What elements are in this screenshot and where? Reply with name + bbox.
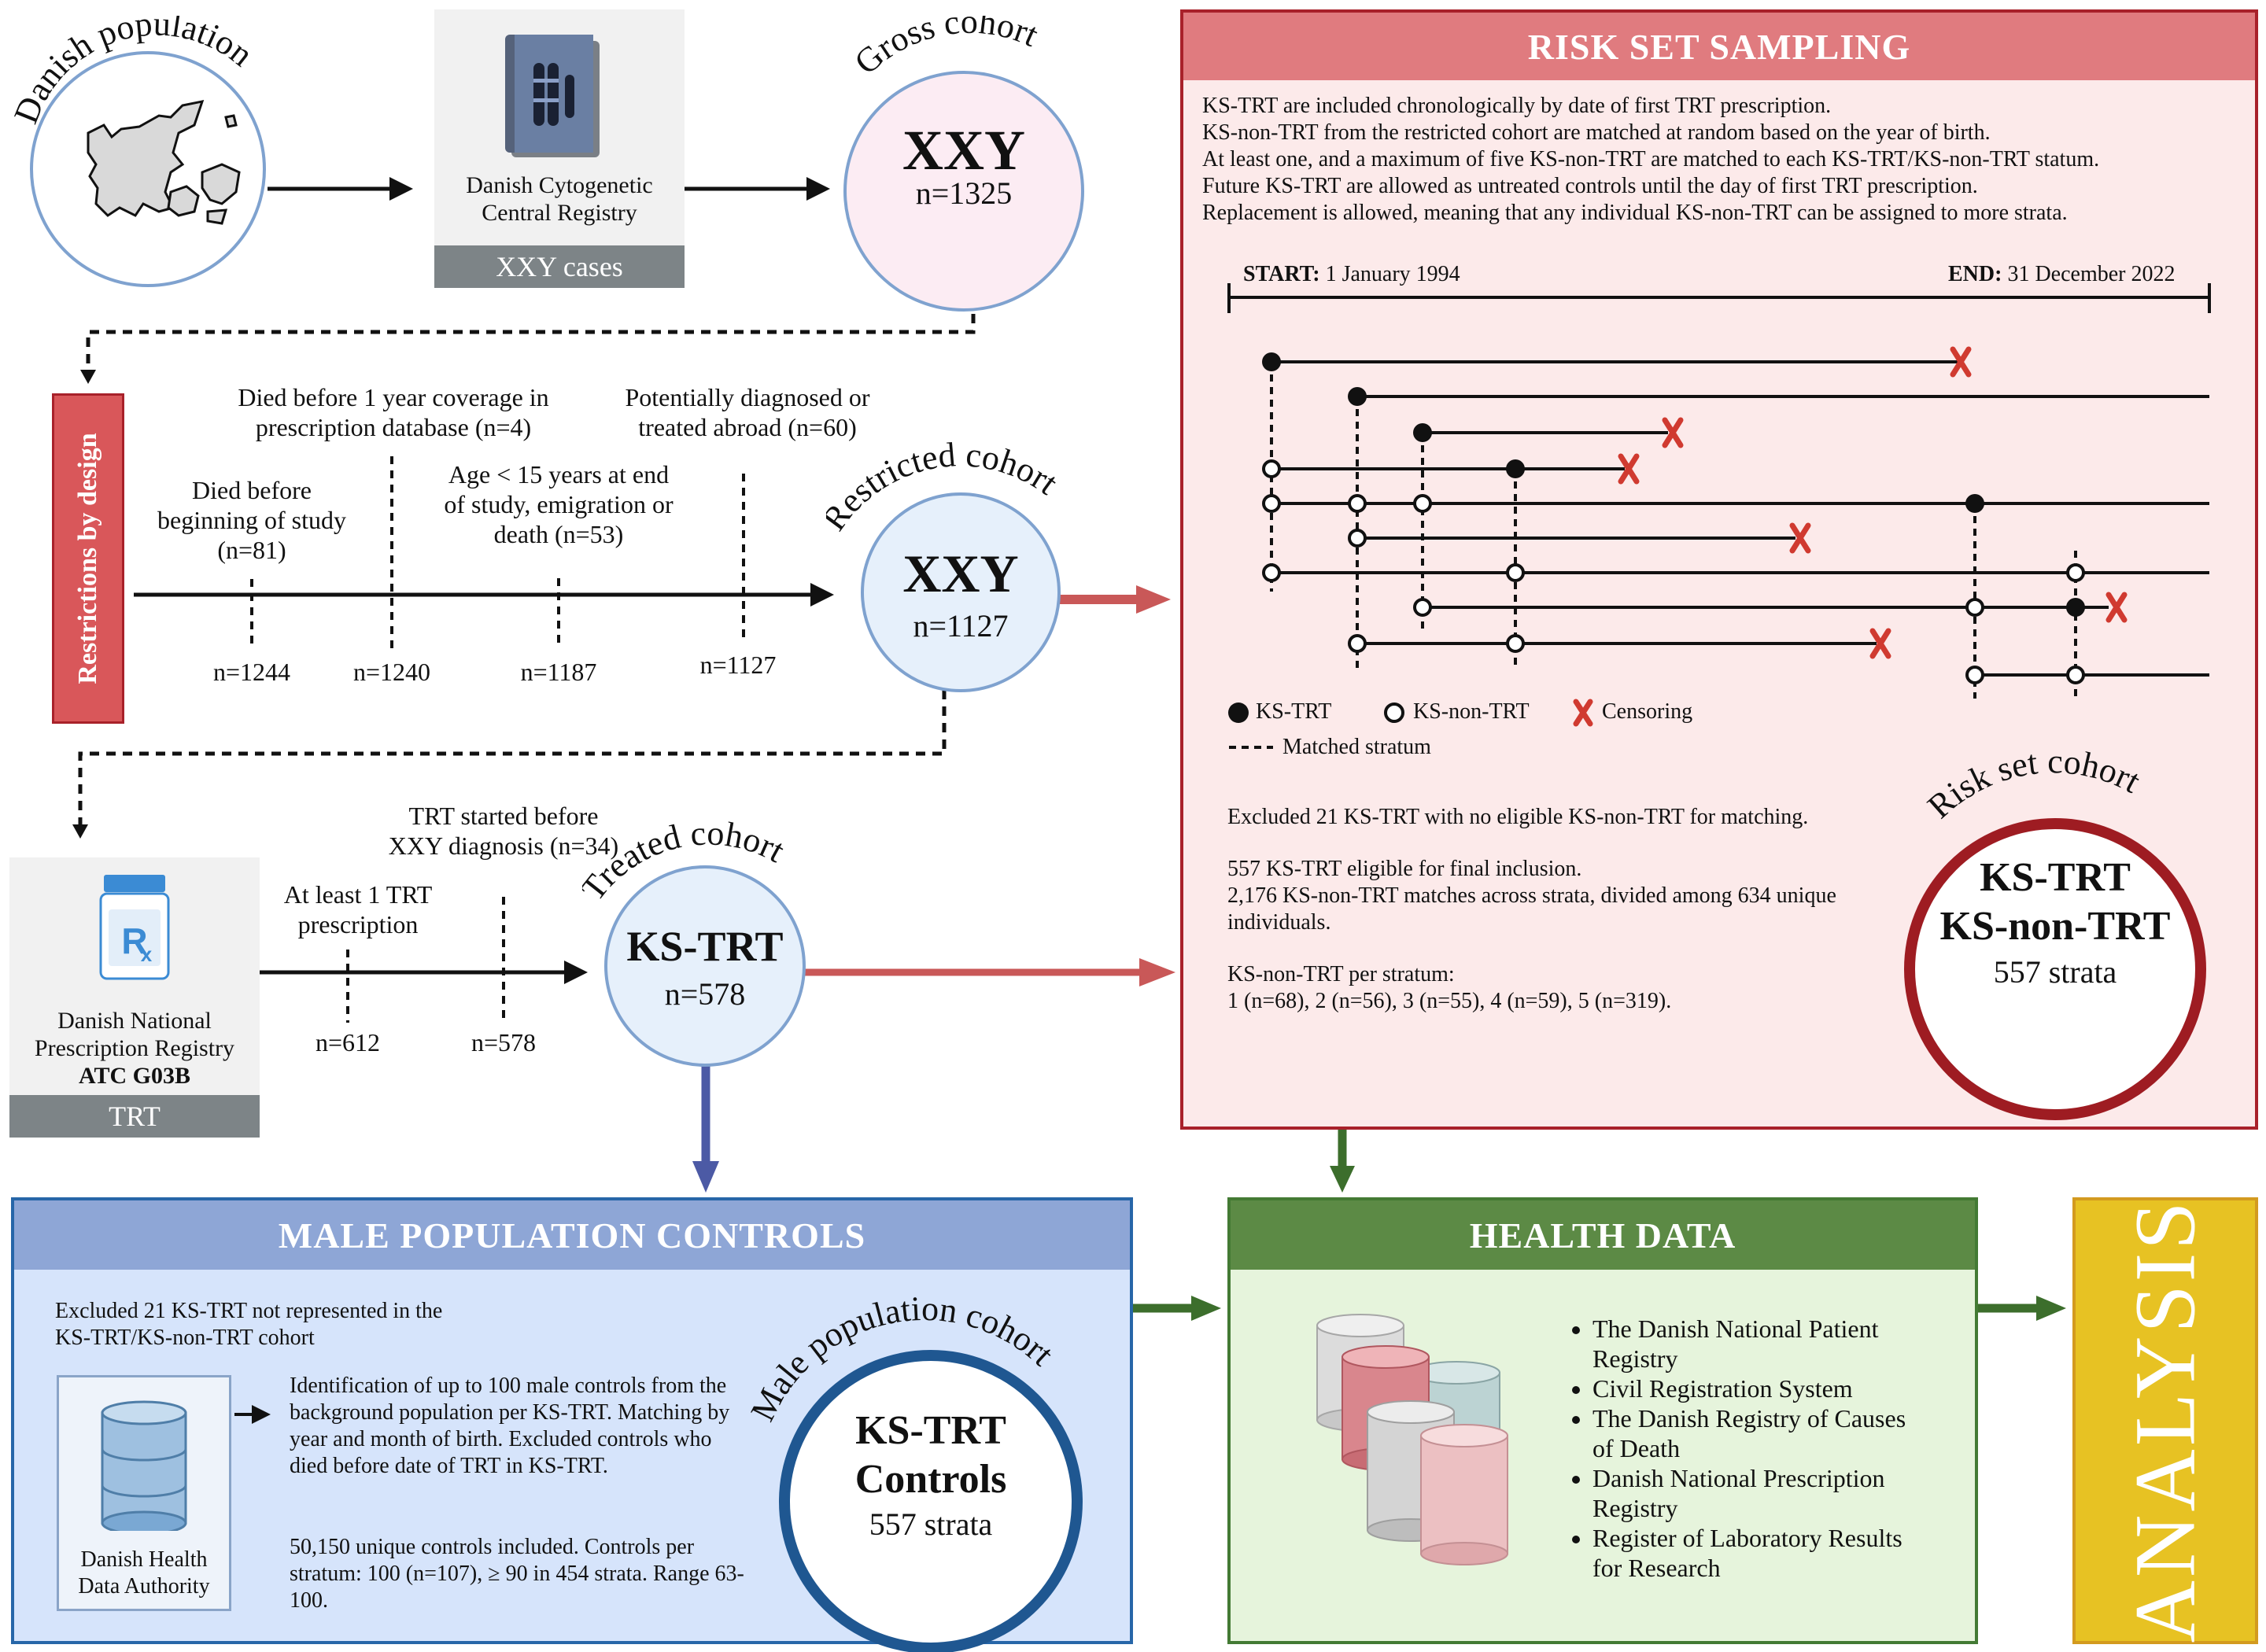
xxy-cases-bar: XXY cases <box>434 245 685 288</box>
restriction-count-1: n=1244 <box>212 658 291 686</box>
gross-cohort-title: Gross cohort <box>850 16 1044 79</box>
prescription-bottle-icon: R x <box>99 875 170 980</box>
restricted-cohort-n: n=1127 <box>913 608 1009 643</box>
treatment-count-1: n=612 <box>315 1028 381 1056</box>
treated-cohort-circle <box>604 865 806 1067</box>
male-identification: Identification of up to 100 male control… <box>290 1374 730 1478</box>
gross-cohort-circle <box>843 71 1084 312</box>
legend-ks-non-trt: KS-non-TRT <box>1413 699 1530 724</box>
restriction-count-4: n=1127 <box>699 651 777 679</box>
restriction-count-2: n=1240 <box>352 658 431 686</box>
risk-timeline <box>1227 283 2211 677</box>
dashed-restricted-to-prescription <box>78 690 947 828</box>
restriction-step-4: Potentially diagnosed or treated abroad … <box>625 383 870 441</box>
health-data-header: HEALTH DATA <box>1231 1200 1975 1270</box>
risk-per-stratum: KS-non-TRT per stratum: 1 (n=68), 2 (n=5… <box>1227 962 1672 1013</box>
health-item: The Danish National Patient Registry <box>1592 1314 1912 1374</box>
timeline-start: START: 1 January 1994 <box>1243 262 1460 286</box>
risk-cohort-line3: 557 strata <box>1993 954 2117 990</box>
treatment-count-2: n=578 <box>471 1028 537 1056</box>
gross-cohort-n: n=1325 <box>915 175 1013 211</box>
treatment-step-1: At least 1 TRT prescription <box>283 880 433 938</box>
health-registry-list: The Danish National Patient Registry Civ… <box>1566 1314 1912 1583</box>
treatment-step-2: TRT started before XXY diagnosis (n=34) <box>388 802 619 860</box>
health-authority-label: Danish Health Data Authority <box>78 1547 210 1599</box>
timeline-end: END: 31 December 2022 <box>1948 262 2176 286</box>
risk-description: KS-TRT are included chronologically by d… <box>1202 94 2100 225</box>
risk-set-cohort-title: Risk set cohort <box>1921 742 2147 826</box>
health-item: Danish National Prescription Registry <box>1592 1463 1912 1523</box>
censoring-markers <box>1618 346 2128 659</box>
male-excluded: Excluded 21 KS-TRT not represented in th… <box>55 1299 443 1350</box>
restricted-cohort-circle <box>861 492 1061 692</box>
svg-text:x: x <box>141 942 153 966</box>
analysis-panel <box>2072 1197 2258 1644</box>
svg-text:R: R <box>121 920 147 961</box>
risk-cohort-line2: KS-non-TRT <box>1939 904 2171 949</box>
restriction-step-1: Died before beginning of study (n=81) <box>157 476 346 564</box>
male-cohort-line1: KS-TRT <box>855 1408 1006 1453</box>
cytogenetic-label: Danish Cytogenetic Central Registry <box>466 172 653 226</box>
treated-cohort-n: n=578 <box>664 976 746 1012</box>
svg-text:Gross cohort: Gross cohort <box>850 16 1044 79</box>
risk-eligible: 557 KS-TRT eligible for final inclusion.… <box>1227 857 1836 935</box>
restriction-step-3: Age < 15 years at end of study, emigrati… <box>444 460 674 548</box>
dashed-gross-to-restrictions <box>86 297 976 374</box>
gross-cohort-main: XXY <box>902 119 1025 182</box>
prescription-label: Danish National Prescription Registry <box>34 1008 235 1061</box>
legend-matched: Matched stratum <box>1282 735 1431 759</box>
restrictions-bar <box>52 393 124 724</box>
ks-trt-markers <box>1262 352 2085 617</box>
database-icon <box>101 1400 187 1531</box>
risk-cohort-line1: KS-TRT <box>1980 855 2131 900</box>
male-controls-header: MALE POPULATION CONTROLS <box>14 1200 1130 1270</box>
trt-bar: TRT <box>9 1095 260 1138</box>
matched-stratum-lines <box>1270 362 2077 699</box>
legend-censoring: Censoring <box>1602 699 1693 724</box>
svg-text:Risk set cohort: Risk set cohort <box>1921 742 2147 826</box>
ks-non-trt-markers <box>1262 459 2085 684</box>
risk-set-header: RISK SET SAMPLING <box>1183 13 2255 80</box>
restriction-count-3: n=1187 <box>520 658 597 686</box>
male-cohort-line2: Controls <box>854 1457 1007 1502</box>
health-item: Register of Laboratory Results for Resea… <box>1592 1523 1912 1583</box>
denmark-map-icon <box>87 100 241 225</box>
health-item: Civil Registration System <box>1592 1374 1912 1403</box>
risk-excluded: Excluded 21 KS-TRT with no eligible KS-n… <box>1227 805 1809 829</box>
health-item: The Danish Registry of Causes of Death <box>1592 1403 1912 1463</box>
male-cohort-line3: 557 strata <box>869 1506 993 1542</box>
restrictions-label: Restrictions by design <box>73 433 102 684</box>
prescription-atc: ATC G03B <box>79 1063 190 1089</box>
restricted-cohort-main: XXY <box>902 544 1019 603</box>
chromosome-book-icon <box>505 35 600 157</box>
restriction-step-2: Died before 1 year coverage in prescript… <box>238 383 549 441</box>
danish-population-circle <box>30 51 266 287</box>
databases-icon <box>1316 1314 1508 1565</box>
legend-ks-trt: KS-TRT <box>1256 699 1332 724</box>
male-summary: 50,150 unique controls included. Control… <box>290 1535 744 1613</box>
treated-cohort-main: KS-TRT <box>626 923 784 970</box>
